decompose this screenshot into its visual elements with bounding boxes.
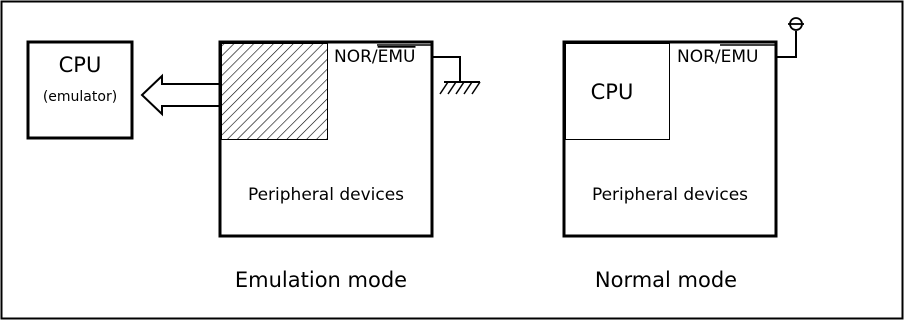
data-flow-arrow — [140, 73, 221, 117]
emulation-mode-group: CPU (emulator) NOR/EMU Peripheral device… — [26, 40, 481, 292]
normal-pin-bar: EMU — [721, 47, 759, 67]
supply-terminal-icon — [776, 17, 804, 58]
emulation-pin-bar: EMU — [378, 47, 416, 67]
emulation-chip-label: Peripheral devices — [248, 185, 404, 205]
emulation-pin-label: NOR/EMU — [334, 47, 416, 67]
emulator-cpu-title: CPU — [59, 53, 102, 77]
ground-icon — [432, 56, 481, 95]
normal-mode-caption: Normal mode — [595, 268, 737, 292]
disabled-internal-cpu-area — [221, 43, 328, 140]
normal-pin-prefix: NOR/ — [677, 47, 721, 67]
emulation-mode-caption: Emulation mode — [235, 268, 407, 292]
normal-mode-group: CPU NOR/EMU Peripheral devices Normal mo… — [562, 17, 804, 292]
internal-cpu-box — [565, 43, 670, 140]
emulation-pin-prefix: NOR/ — [334, 47, 378, 67]
normal-chip-label: Peripheral devices — [592, 185, 748, 205]
internal-cpu-label: CPU — [591, 80, 634, 104]
normal-pin-label: NOR/EMU — [677, 47, 759, 67]
emulator-cpu-box — [26, 40, 134, 140]
emulator-cpu-subtitle: (emulator) — [43, 89, 117, 105]
